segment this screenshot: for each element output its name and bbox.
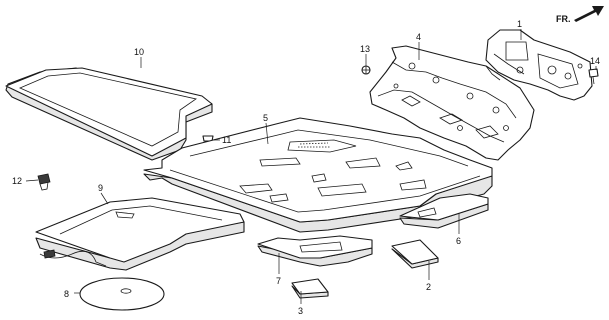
callout-4: 4 <box>416 32 421 42</box>
part-9-rear-carpet <box>35 197 245 271</box>
part-6-side-mat <box>399 193 489 229</box>
callout-7: 7 <box>276 276 281 286</box>
part-2-small-pad <box>391 239 439 269</box>
callout-labels: 1 2 3 4 5 6 7 8 9 10 11 12 13 14 <box>12 19 600 316</box>
part-13-clip <box>361 65 371 75</box>
callout-1: 1 <box>517 19 522 29</box>
part-1-bulkhead-insulator <box>485 29 593 101</box>
callout-5: 5 <box>263 113 268 123</box>
part-3-small-pad <box>291 278 329 299</box>
part-12-fastener <box>37 173 51 191</box>
callout-13: 13 <box>360 44 370 54</box>
front-label: FR. <box>556 14 571 24</box>
callout-14: 14 <box>590 56 600 66</box>
part-14-clip <box>588 68 599 85</box>
leader-lines <box>25 29 597 304</box>
callout-8: 8 <box>64 289 69 299</box>
callout-9: 9 <box>98 183 103 193</box>
part-7-floor-mat <box>257 235 373 267</box>
front-direction-marker: FR. <box>556 6 604 24</box>
callout-11: 11 <box>222 135 231 145</box>
part-5-main-floor-carpet <box>143 117 493 233</box>
callout-2: 2 <box>426 282 431 292</box>
callout-6: 6 <box>456 236 461 246</box>
part-4-dash-insulator <box>369 45 535 161</box>
callout-10: 10 <box>134 47 144 57</box>
part-10-trunk-mat <box>5 67 213 161</box>
callout-12: 12 <box>12 176 22 186</box>
part-8-round-cover <box>79 277 165 311</box>
forward-arrow-icon <box>574 6 604 22</box>
callout-3: 3 <box>298 306 303 316</box>
